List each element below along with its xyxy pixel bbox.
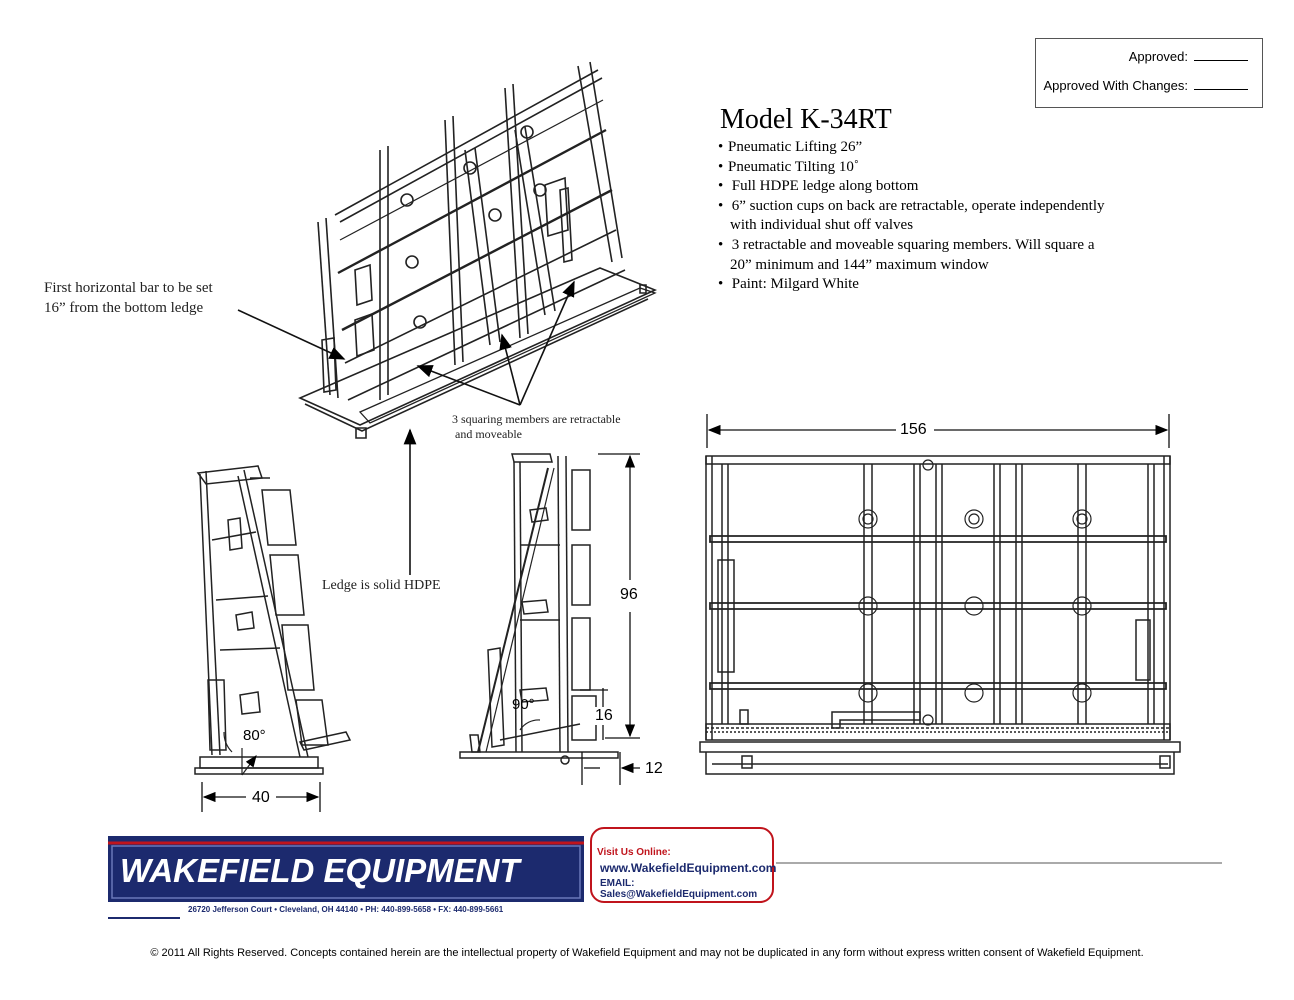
dimension-label-156: 156 (900, 421, 927, 439)
dimensions-right-side (580, 453, 640, 785)
feature-list: •Pneumatic Lifting 26” •Pneumatic Tiltin… (718, 138, 1158, 295)
feature-item: • 6” suction cups on back are retractabl… (718, 197, 1105, 234)
note-squaring-members: 3 squaring members are retractable and m… (452, 412, 621, 441)
feature-item: • Full HDPE ledge along bottom (718, 178, 919, 195)
feature-item: • 3 retractable and moveable squaring me… (718, 236, 1095, 273)
dimension-label-16: 16 (595, 707, 613, 725)
annotation-leaders (237, 280, 575, 575)
approved-changes-signature-line (1194, 89, 1248, 90)
angle-label-80: 80° (243, 727, 266, 744)
front-view (699, 455, 1181, 775)
side-view-90 (459, 453, 619, 765)
brand-name: WAKEFIELD EQUIPMENT (120, 852, 520, 889)
email-link[interactable]: EMAIL: Sales@WakefieldEquipment.com (600, 878, 758, 900)
note-ledge: Ledge is solid HDPE (322, 578, 441, 593)
brand-logo (108, 836, 584, 919)
dimension-156 (706, 414, 1170, 448)
feature-item: •Pneumatic Lifting 26” (718, 139, 863, 155)
visit-online-box: Visit Us Online: www.WakefieldEquipment.… (590, 827, 777, 903)
feature-item: • Paint: Milgard White (718, 276, 859, 293)
dimension-40 (201, 782, 321, 812)
approved-signature-line (1194, 60, 1248, 61)
approved-row: Approved: (1036, 49, 1248, 64)
visit-title: Visit Us Online: (597, 847, 671, 858)
model-title: Model K-34RT (720, 104, 892, 135)
dimension-label-96: 96 (620, 586, 638, 604)
approved-label: Approved: (1128, 49, 1188, 64)
approved-changes-row: Approved With Changes: (1036, 78, 1248, 93)
isometric-view (298, 61, 658, 439)
note-first-bar: First horizontal bar to be set 16” from … (44, 280, 213, 316)
approved-changes-label: Approved With Changes: (1043, 78, 1188, 93)
approval-box: Approved: Approved With Changes: (1035, 38, 1263, 108)
feature-item: •Pneumatic Tilting 10˚ (718, 158, 859, 175)
website-link[interactable]: www.WakefieldEquipment.com (600, 861, 777, 875)
copyright-notice: © 2011 All Rights Reserved. Concepts con… (150, 947, 1144, 959)
angle-label-90: 90° (512, 696, 535, 713)
side-view-80 (194, 465, 352, 776)
dimension-label-12: 12 (645, 760, 663, 778)
dimension-label-40: 40 (252, 789, 270, 807)
brand-address: 26720 Jefferson Court • Cleveland, OH 44… (188, 905, 504, 914)
